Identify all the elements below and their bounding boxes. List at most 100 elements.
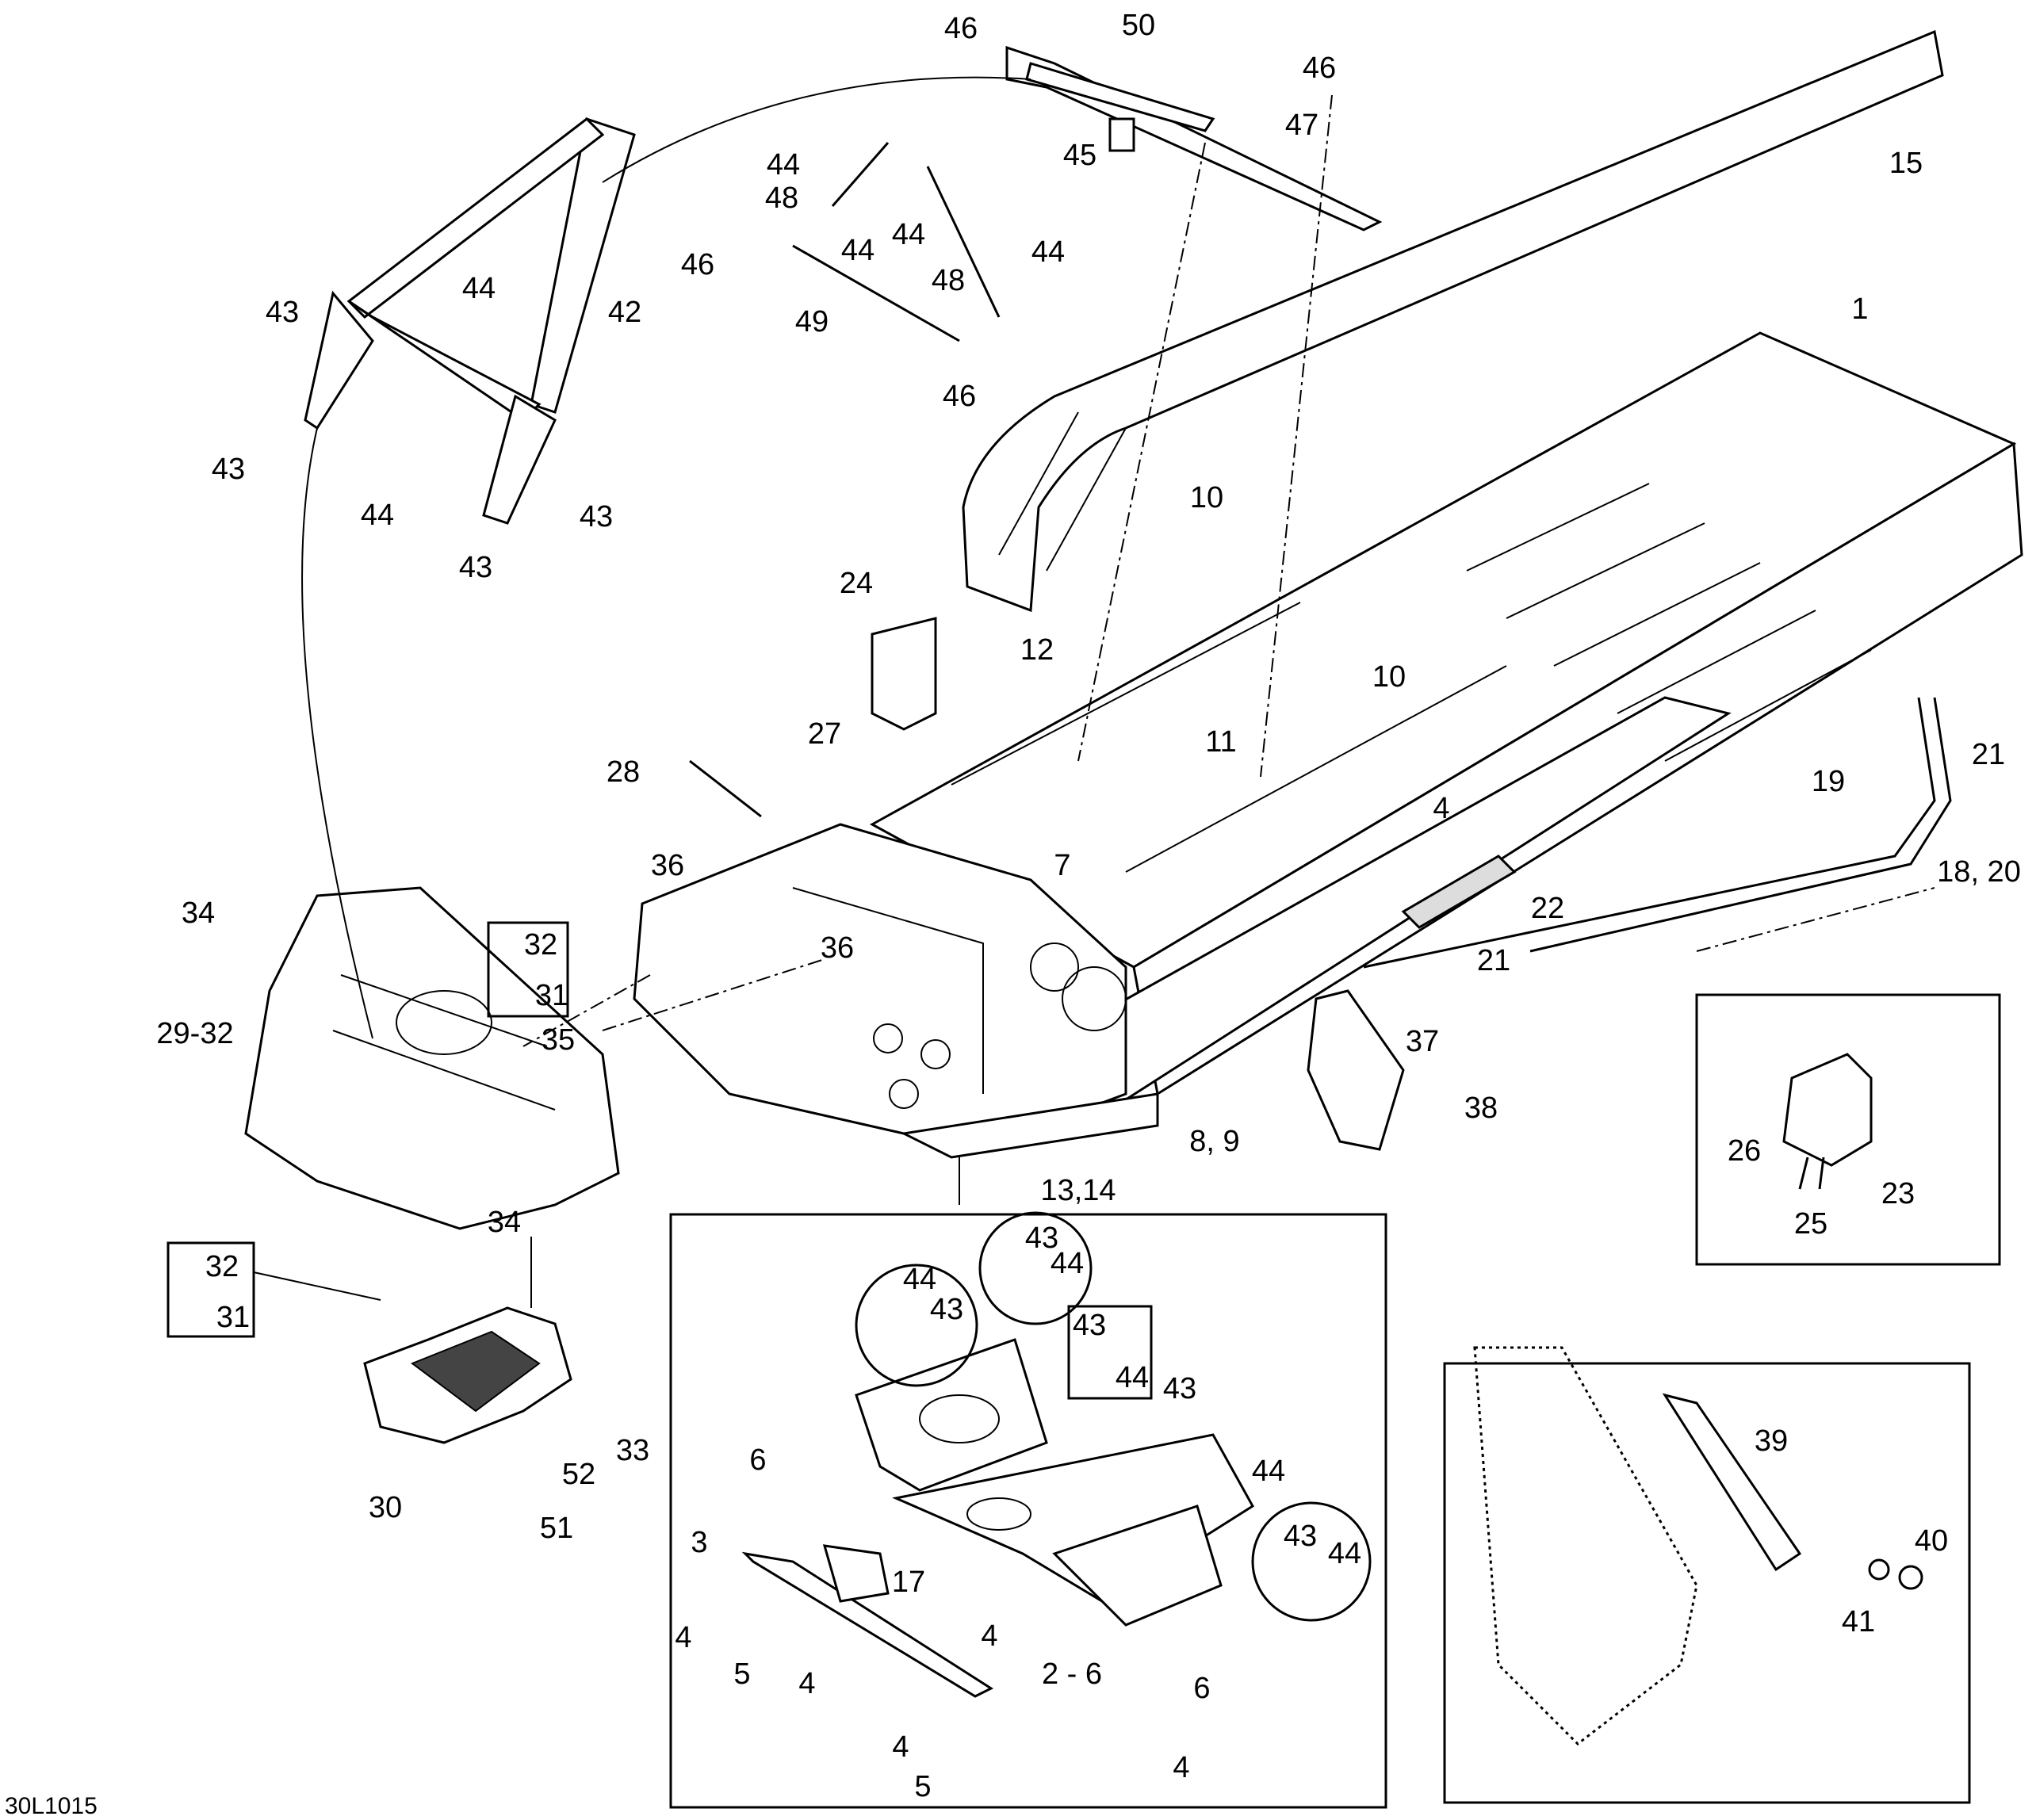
label-31a: 31 <box>535 979 568 1012</box>
label-26: 26 <box>1728 1134 1761 1168</box>
label-12: 12 <box>1020 633 1054 667</box>
label-43a: 43 <box>266 296 299 329</box>
label-4b: 4 <box>981 1619 997 1653</box>
leader-lines <box>253 76 1935 1308</box>
label-39: 39 <box>1755 1424 1788 1458</box>
label-5a: 5 <box>733 1658 750 1691</box>
label-24: 24 <box>840 567 873 600</box>
label-44j: 44 <box>1252 1455 1285 1488</box>
label-49: 49 <box>795 305 829 338</box>
label-21a: 21 <box>1972 738 2005 771</box>
label-52: 52 <box>562 1458 595 1491</box>
label-37: 37 <box>1406 1025 1439 1058</box>
label-43b: 43 <box>212 453 245 486</box>
detail-circle-b <box>855 1264 978 1387</box>
callout-box-32-31-b <box>166 1241 255 1338</box>
label-28: 28 <box>607 755 640 789</box>
label-5b: 5 <box>914 1770 931 1803</box>
label-4e: 4 <box>1173 1751 1189 1784</box>
label-48b: 48 <box>932 264 965 297</box>
diagram-code: 30L1015 <box>5 1793 98 1819</box>
label-44c: 44 <box>892 218 925 251</box>
label-43c: 43 <box>459 551 492 584</box>
label-10a: 10 <box>1190 481 1223 514</box>
label-47: 47 <box>1285 109 1318 142</box>
label-43f: 43 <box>930 1293 963 1326</box>
label-15: 15 <box>1889 147 1923 180</box>
inset-lower-frame <box>669 1213 1387 1809</box>
label-2-6: 2 - 6 <box>1042 1658 1102 1691</box>
label-7: 7 <box>1054 849 1070 882</box>
label-29-32: 29-32 <box>156 1017 233 1050</box>
label-30: 30 <box>369 1491 402 1524</box>
label-44b: 44 <box>841 234 874 267</box>
label-42: 42 <box>608 296 641 329</box>
label-11: 11 <box>1205 725 1236 759</box>
label-46a: 46 <box>1303 52 1336 85</box>
detail-circle-a <box>978 1211 1093 1325</box>
front-frame-13-14 <box>633 823 1127 1143</box>
suspension-bracket-30 <box>363 1306 572 1444</box>
label-46d: 46 <box>944 12 978 45</box>
label-43g: 43 <box>1073 1309 1106 1342</box>
label-36b: 36 <box>821 931 854 965</box>
label-4c: 4 <box>798 1667 815 1700</box>
front-bumper-29-32 <box>244 886 620 1230</box>
label-38: 38 <box>1464 1092 1498 1125</box>
label-1: 1 <box>1851 292 1868 326</box>
label-23: 23 <box>1881 1177 1915 1210</box>
label-41: 41 <box>1842 1605 1875 1638</box>
label-34b: 34 <box>488 1206 521 1239</box>
inset-strut <box>1443 1346 1971 1804</box>
upper-support-45 <box>1005 45 1383 231</box>
bracket-24 <box>871 617 937 731</box>
label-10b: 10 <box>1372 660 1406 694</box>
label-3: 3 <box>691 1526 707 1559</box>
label-33: 33 <box>616 1434 649 1467</box>
upper-column-42 <box>304 117 636 525</box>
label-36a: 36 <box>651 849 684 882</box>
label-4a: 4 <box>675 1621 691 1654</box>
label-43h: 43 <box>1163 1372 1196 1405</box>
label-32a: 32 <box>524 928 557 962</box>
label-4d: 4 <box>892 1730 909 1764</box>
label-4-main: 4 <box>1433 792 1449 825</box>
belly-pan-8-9 <box>900 1092 1159 1159</box>
rear-bumper-18-20 <box>1363 697 1952 969</box>
part-labels: 1 10 10 11 12 15 50 46 46 46 46 47 45 44… <box>156 9 2020 1803</box>
label-35: 35 <box>542 1023 575 1057</box>
side-bracket-37 <box>1307 989 1405 1151</box>
rods-48-49 <box>792 142 1001 342</box>
rod-28 <box>689 759 762 818</box>
label-19: 19 <box>1812 765 1845 798</box>
label-44f: 44 <box>361 499 394 532</box>
label-18-20: 18, 20 <box>1937 855 2021 889</box>
label-44k: 44 <box>1328 1537 1361 1570</box>
label-46b: 46 <box>681 248 714 281</box>
label-44a: 44 <box>767 148 800 182</box>
label-45: 45 <box>1063 139 1096 172</box>
label-25: 25 <box>1794 1207 1827 1241</box>
label-34a: 34 <box>182 897 215 930</box>
label-22: 22 <box>1531 892 1564 925</box>
label-32b: 32 <box>205 1250 239 1283</box>
label-8-9: 8, 9 <box>1189 1125 1239 1158</box>
label-44e: 44 <box>462 272 496 305</box>
label-51: 51 <box>540 1512 573 1545</box>
detail-circle-c <box>1251 1501 1372 1622</box>
label-44h: 44 <box>903 1263 936 1296</box>
tunnel-cover-15 <box>962 29 1944 613</box>
label-48a: 48 <box>765 182 798 215</box>
callout-box-43-44 <box>1067 1305 1153 1400</box>
label-40: 40 <box>1915 1524 1948 1558</box>
label-6b: 6 <box>1193 1672 1210 1705</box>
callout-box-32-31-a <box>487 921 569 1018</box>
label-43e: 43 <box>1025 1222 1058 1255</box>
label-43i: 43 <box>1284 1520 1317 1553</box>
label-50: 50 <box>1122 9 1155 42</box>
label-43d: 43 <box>580 500 613 533</box>
label-27: 27 <box>808 717 841 751</box>
label-6a: 6 <box>749 1443 766 1477</box>
